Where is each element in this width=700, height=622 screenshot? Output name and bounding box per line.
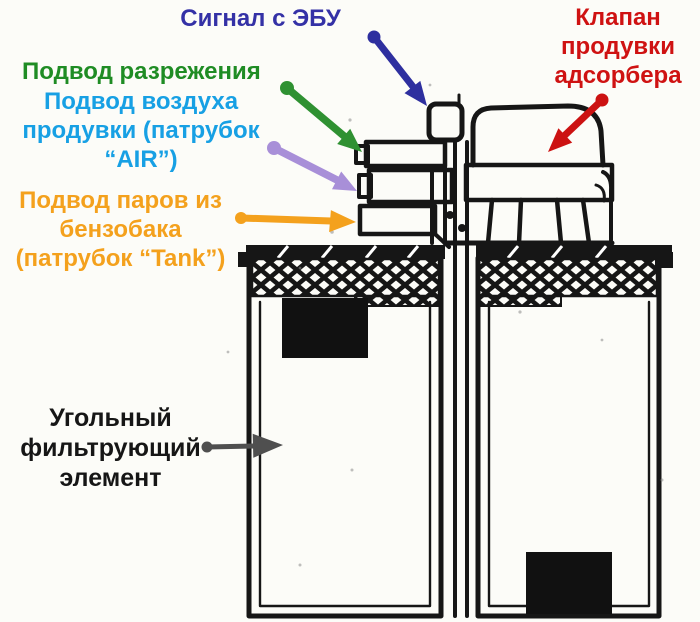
tank-port <box>357 203 438 237</box>
label-purge-air: Подвод воздуха продувки (патрубок “AIR”) <box>22 88 260 173</box>
air-port <box>366 167 455 205</box>
valve-body <box>463 162 615 203</box>
right-charcoal-block <box>526 552 612 614</box>
ecu-connector-stub <box>426 101 465 143</box>
right-flange <box>655 252 673 268</box>
left-charcoal-block <box>282 298 368 358</box>
label-ecu-signal: Сигнал с ЭБУ <box>180 5 341 32</box>
tube-detail-dot <box>446 211 454 219</box>
purge-valve-assembly <box>354 93 615 249</box>
vacuum-port-cap <box>354 144 370 165</box>
arrow-vacuum <box>280 81 362 152</box>
arrow-purge-valve <box>548 93 609 152</box>
left-top-cap <box>246 245 445 259</box>
valve-legs <box>485 197 592 246</box>
valve-dome <box>470 103 606 168</box>
right-chamber <box>475 245 673 619</box>
right-lattice-step <box>478 295 562 307</box>
left-lattice-band <box>250 257 441 298</box>
label-purge-valve: Клапан продувки адсорбера <box>554 4 682 89</box>
label-carbon-filter: Угольный фильтрующий элемент <box>20 404 201 492</box>
right-cap-hatch <box>506 245 608 259</box>
left-chamber-outline <box>246 255 444 619</box>
label-tank-vapors: Подвод паров из бензобака (патрубок “Tan… <box>15 187 226 272</box>
right-bracket-hook <box>594 183 606 203</box>
arrow-purge-air <box>267 141 357 191</box>
tank-port-strut <box>433 232 451 249</box>
right-bracket <box>601 170 614 242</box>
right-lattice-band <box>477 257 659 298</box>
arrow-ecu-signal <box>367 30 427 106</box>
arrow-carbon-filter <box>201 433 283 458</box>
tube-detail-dot <box>458 224 466 232</box>
air-port-cap <box>357 173 373 199</box>
left-chamber <box>238 245 445 619</box>
left-cap-hatch <box>276 245 420 259</box>
arrow-tank-vapors <box>235 210 356 233</box>
label-vacuum-supply: Подвод разрежения <box>22 58 261 85</box>
central-tube <box>453 140 469 618</box>
right-chamber-outline <box>475 255 662 619</box>
right-top-cap <box>476 245 672 259</box>
vacuum-port <box>363 139 448 169</box>
